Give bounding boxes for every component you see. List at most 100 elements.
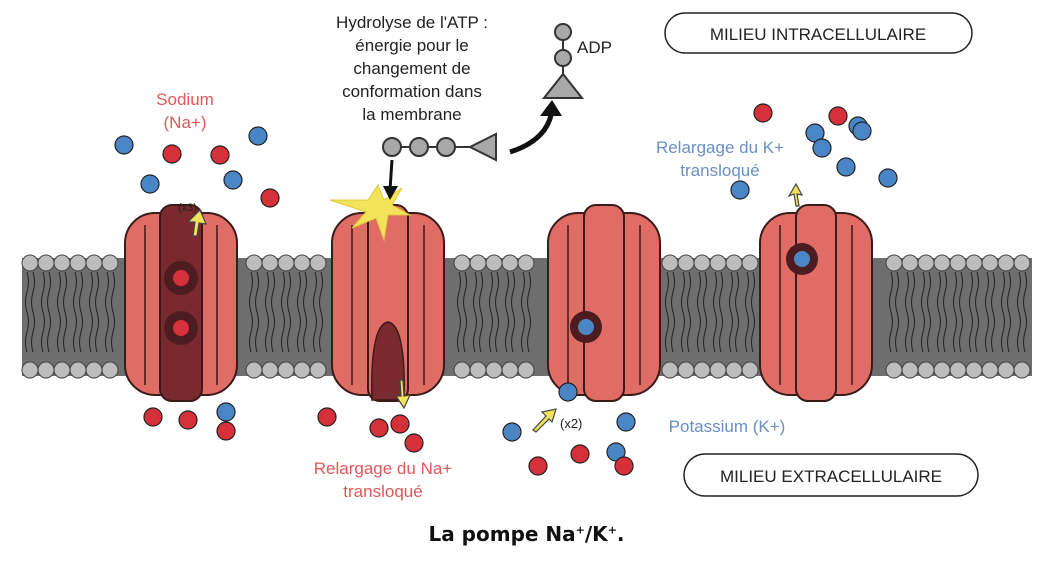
pump-4-potassium-release [759, 204, 873, 402]
lipid-tail [255, 271, 259, 353]
lipid-head [709, 254, 727, 272]
potassium-ion [730, 180, 750, 200]
lipid-head [693, 254, 711, 272]
lipid-head [917, 361, 935, 379]
svg-text:Hydrolyse de l'ATP :: Hydrolyse de l'ATP : [336, 13, 488, 32]
lipid-head [293, 254, 311, 272]
lipid-tail [975, 271, 979, 353]
potassium-release-arrow-icon [787, 182, 804, 207]
lipid-head [469, 361, 487, 379]
sodium-release-label: Relargage du Na+ [314, 459, 453, 478]
bound-sodium-ion [173, 320, 189, 336]
lipid-head [53, 254, 71, 272]
lipid-head [485, 361, 503, 379]
lipid-head [709, 361, 727, 379]
potassium-entry-arrow-icon [532, 408, 557, 433]
lipid-tail [703, 271, 707, 353]
lipid-tail [729, 271, 733, 353]
lipid-head [453, 254, 471, 272]
lipid-tail [271, 271, 275, 353]
potassium-ion [558, 382, 578, 402]
lipid-tail [63, 271, 67, 353]
lipid-tail [313, 271, 317, 353]
lipid-head [293, 361, 311, 379]
sodium-ion [178, 410, 198, 430]
bound-potassium-ion [578, 319, 594, 335]
potassium-ion [812, 138, 832, 158]
lipid-head [261, 361, 279, 379]
lipid-tail [969, 271, 973, 353]
lipid-head [501, 254, 519, 272]
lipid-head [725, 361, 743, 379]
lipid-tail [319, 271, 323, 353]
lipid-tail [921, 271, 925, 353]
svg-text:conformation dans: conformation dans [342, 82, 482, 101]
lipid-head [101, 254, 119, 272]
sodium-ion [390, 414, 410, 434]
bound-potassium-ion [794, 251, 810, 267]
potassium-release-label: Relargage du K+ [656, 138, 784, 157]
sodium-ion [260, 188, 280, 208]
lipid-head [245, 254, 263, 272]
lipid-head [101, 361, 119, 379]
lipid-tail [927, 271, 931, 353]
lipid-tail [111, 271, 115, 353]
lipid-head [309, 361, 327, 379]
lipid-tail [671, 271, 675, 353]
hydrolysis-arrowhead-icon [540, 100, 562, 116]
lipid-head [85, 254, 103, 272]
intracellular-label: MILIEU INTRACELLULAIRE [710, 25, 926, 44]
lipid-tail [287, 271, 291, 353]
lipid-head [261, 254, 279, 272]
lipid-head [37, 254, 55, 272]
lipid-head [693, 361, 711, 379]
sodium-ion [528, 456, 548, 476]
hydrolysis-curved-arrow [509, 109, 555, 155]
lipid-head [69, 254, 87, 272]
potassium-ion [216, 402, 236, 422]
sodium-symbol-label: (Na+) [164, 113, 207, 132]
lipid-head [517, 254, 535, 272]
extracellular-box [683, 453, 979, 497]
lipid-tail [79, 271, 83, 353]
x3-label: (x3) [178, 202, 197, 214]
lipid-head [965, 254, 983, 272]
lipid-head [517, 361, 535, 379]
potassium-ion [836, 157, 856, 177]
lipid-tail [991, 271, 995, 353]
adp-label: ADP [577, 38, 612, 57]
lipid-head [741, 254, 759, 272]
potassium-ion [140, 174, 160, 194]
lipid-tail [1007, 271, 1011, 353]
potassium-ion [248, 126, 268, 146]
svg-text:énergie pour le: énergie pour le [355, 36, 468, 55]
lipid-head [981, 361, 999, 379]
lipid-tail [89, 271, 93, 353]
lipid-tail [31, 271, 35, 353]
lipid-tail [905, 271, 909, 353]
lipid-tail [719, 271, 723, 353]
lipid-tail [73, 271, 77, 353]
atp-hydrolysis-text: Hydrolyse de l'ATP : énergie pour le cha… [336, 13, 488, 124]
lipid-tail [665, 271, 669, 353]
lipid-tail [495, 271, 499, 353]
lipid-tail [47, 271, 51, 353]
lipid-head [453, 361, 471, 379]
lipid-head [309, 254, 327, 272]
lipid-tail [713, 271, 717, 353]
potassium-label: Potassium (K+) [669, 417, 786, 436]
sodium-ion [369, 418, 389, 438]
lipid-head [933, 361, 951, 379]
lipid-head [245, 361, 263, 379]
lipid-tail [889, 271, 893, 353]
lipid-tail [911, 271, 915, 353]
lipid-tail [265, 271, 269, 353]
lipid-head [661, 361, 679, 379]
lipid-tail [521, 271, 525, 353]
lipid-head [677, 361, 695, 379]
ions [114, 103, 898, 476]
potassium-ion [878, 168, 898, 188]
pump-3-potassium-binding [547, 204, 661, 402]
lipid-tail [463, 271, 467, 353]
